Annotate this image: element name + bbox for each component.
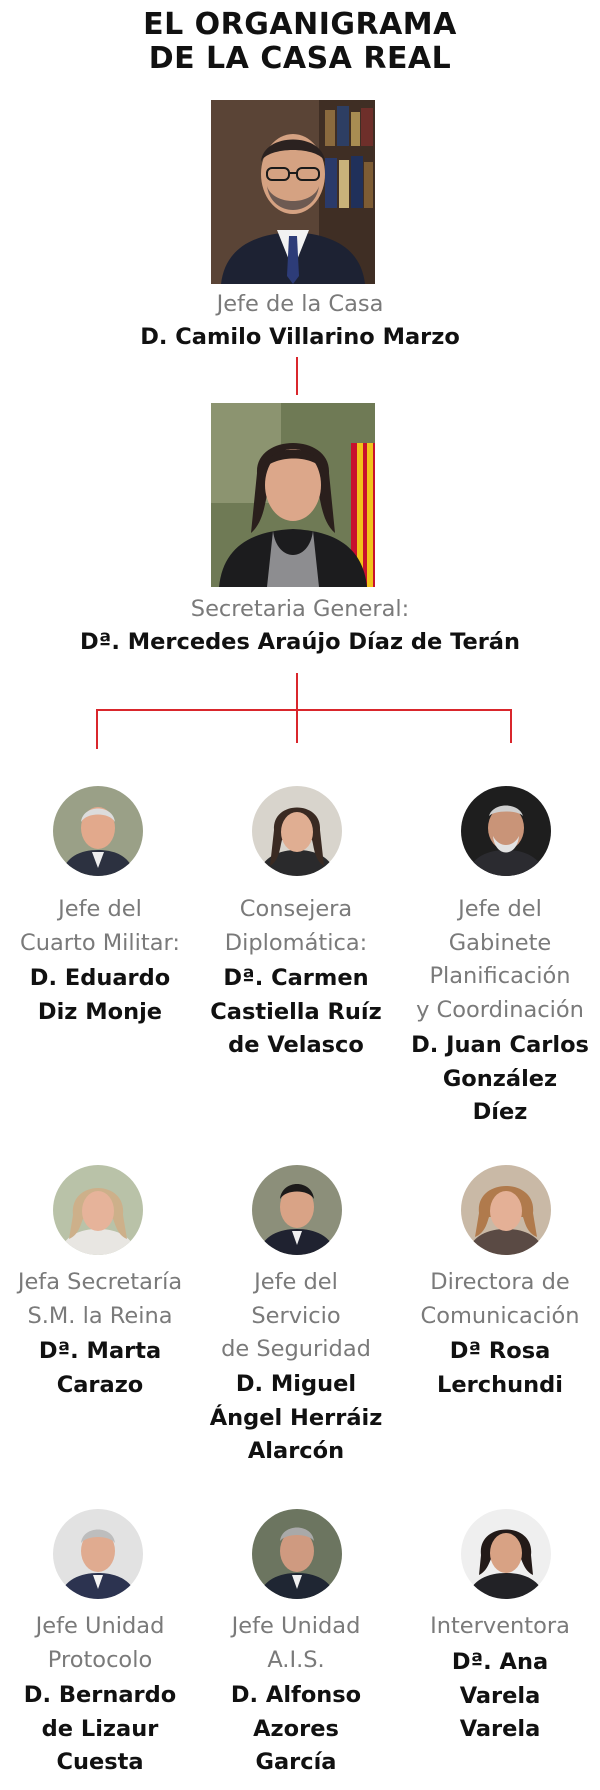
role-line: Jefe del	[58, 896, 142, 922]
member-role: Jefe Unidad Protocolo	[2, 1610, 198, 1677]
role-line: Jefa Secretaría	[17, 1269, 183, 1295]
role-line: Jefe de la Casa	[216, 291, 384, 317]
member-role: Jefe Unidad A.I.S.	[198, 1610, 394, 1677]
member-name: Dª. Marta Carazo	[2, 1335, 198, 1402]
member-avatar	[252, 1509, 342, 1599]
name-line: Diz Monje	[37, 998, 163, 1025]
head-photo	[211, 100, 375, 284]
role-line: A.I.S.	[267, 1646, 325, 1673]
name-line: Díez	[472, 1099, 528, 1125]
connector-branch	[96, 709, 512, 711]
member-name: Dª. Ana Varela Varela	[402, 1646, 598, 1747]
role-line: Jefe Unidad	[231, 1613, 361, 1639]
name-line: D. Camilo Villarino Marzo	[140, 324, 460, 350]
role-line: Interventora	[430, 1613, 570, 1639]
name-line: Ángel Herráiz	[209, 1404, 383, 1431]
member-name: D. Eduardo Diz Monje	[2, 962, 198, 1029]
role-line: Planificación	[429, 963, 571, 989]
role-line: S.M. la Reina	[27, 1302, 173, 1329]
head-name: D. Camilo Villarino Marzo	[0, 321, 600, 355]
role-line: Comunicación	[420, 1302, 580, 1329]
member-role: Jefe del Cuarto Militar:	[2, 893, 198, 960]
role-line: Diplomática:	[224, 929, 368, 956]
name-line: Dª. Carmen	[223, 965, 369, 991]
role-line: de Seguridad	[221, 1336, 371, 1362]
member-role: Directora de Comunicación	[402, 1266, 598, 1333]
role-line: Secretaria General:	[190, 596, 410, 622]
secretary-photo	[211, 403, 375, 587]
title-line: DE LA CASA REAL	[148, 41, 452, 76]
role-line: Directora de	[430, 1269, 570, 1295]
name-line: D. Juan Carlos	[411, 1032, 589, 1058]
role-line: Consejera	[239, 896, 353, 922]
name-line: Varela	[459, 1682, 541, 1709]
member-role: Jefa Secretaría S.M. la Reina	[2, 1266, 198, 1333]
member-name: D. Bernardo de Lizaur Cuesta	[2, 1679, 198, 1780]
name-line: Lerchundi	[437, 1371, 563, 1398]
member-avatar	[252, 786, 342, 876]
name-line: Dª. Marta	[38, 1338, 162, 1364]
member-avatar	[53, 1165, 143, 1255]
page-title: EL ORGANIGRAMA DE LA CASA REAL	[0, 8, 600, 76]
role-line: Jefe del	[458, 896, 542, 922]
name-line: de Velasco	[228, 1032, 364, 1058]
name-line: Alarcón	[247, 1438, 345, 1464]
name-line: García	[255, 1749, 337, 1775]
role-line: Cuarto Militar:	[20, 929, 180, 956]
role-line: y Coordinación	[416, 996, 584, 1023]
role-line: Protocolo	[47, 1646, 153, 1673]
member-name: D. Juan Carlos González Díez	[402, 1029, 598, 1130]
name-line: Castiella Ruíz	[210, 998, 382, 1025]
title-line: EL ORGANIGRAMA	[143, 7, 457, 42]
name-line: Dª. Ana	[451, 1649, 549, 1675]
member-name: D. Miguel Ángel Herráiz Alarcón	[198, 1368, 394, 1469]
name-line: Carazo	[56, 1371, 144, 1398]
member-avatar	[53, 786, 143, 876]
role-line: Gabinete	[448, 929, 552, 956]
member-role: Consejera Diplomática:	[198, 893, 394, 960]
member-name: Dª Rosa Lerchundi	[402, 1335, 598, 1402]
member-avatar	[53, 1509, 143, 1599]
role-line: Servicio	[251, 1302, 341, 1329]
member-avatar	[461, 1165, 551, 1255]
name-line: D. Eduardo	[29, 965, 171, 991]
member-role: Interventora	[402, 1610, 598, 1644]
connector-trunk	[296, 673, 298, 743]
head-role: Jefe de la Casa	[0, 288, 600, 322]
connector-head-secretary	[296, 357, 298, 395]
member-role: Jefe del Servicio de Seguridad	[198, 1266, 394, 1367]
name-line: D. Miguel	[235, 1371, 357, 1397]
name-line: Dª. Mercedes Araújo Díaz de Terán	[79, 629, 520, 655]
secretary-role: Secretaria General:	[0, 593, 600, 627]
name-line: de Lizaur	[41, 1715, 159, 1742]
connector-drop-right	[510, 709, 512, 743]
name-line: Cuesta	[56, 1749, 144, 1775]
secretary-name: Dª. Mercedes Araújo Díaz de Terán	[0, 626, 600, 660]
role-line: Jefe del	[254, 1269, 338, 1295]
member-avatar	[252, 1165, 342, 1255]
member-role: Jefe del Gabinete Planificación y Coordi…	[402, 893, 598, 1027]
member-avatar	[461, 786, 551, 876]
member-name: Dª. Carmen Castiella Ruíz de Velasco	[198, 962, 394, 1063]
name-line: D. Alfonso	[230, 1682, 362, 1708]
name-line: Varela	[459, 1716, 541, 1742]
connector-drop-left	[96, 709, 98, 749]
member-name: D. Alfonso Azores García	[198, 1679, 394, 1780]
name-line: D. Bernardo	[23, 1682, 177, 1708]
member-avatar	[461, 1509, 551, 1599]
name-line: González	[442, 1065, 558, 1092]
role-line: Jefe Unidad	[35, 1613, 165, 1639]
name-line: Dª Rosa	[449, 1338, 551, 1364]
name-line: Azores	[253, 1715, 339, 1742]
